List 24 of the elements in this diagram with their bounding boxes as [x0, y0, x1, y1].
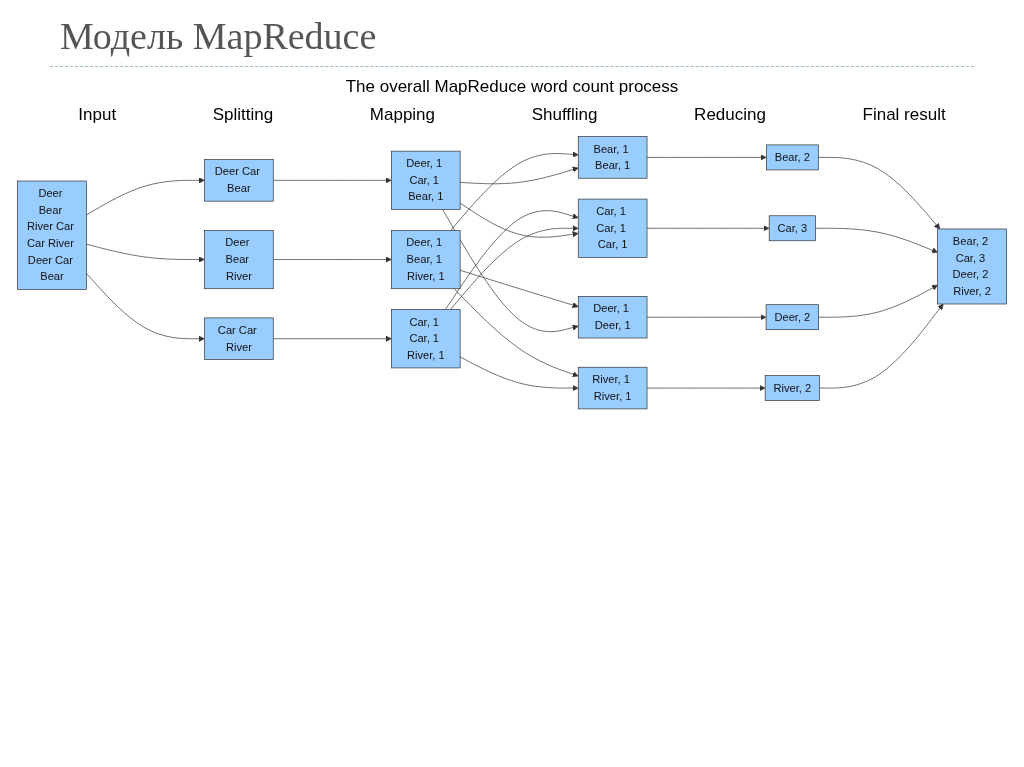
column-heading: Splitting — [212, 105, 274, 125]
node-box: Deer Car Bear — [204, 159, 274, 202]
column-heading: Final result — [862, 105, 946, 125]
node-box: Bear, 2 Car, 3 Deer, 2 River, 2 — [937, 228, 1007, 305]
node-box: Bear, 2 — [766, 144, 819, 171]
node-box: Deer Bear River Car Car River Deer Car Bear — [17, 180, 87, 290]
column-heading: Shuffling — [531, 105, 598, 125]
column-heading: Mapping — [369, 105, 436, 125]
node-box: Car, 3 — [768, 215, 816, 242]
diagram-subtitle: The overall MapReduce word count process — [345, 77, 679, 96]
node-box: Deer, 1 Car, 1 Bear, 1 — [391, 150, 461, 210]
column-heading: Reducing — [694, 105, 766, 125]
node-box: Deer, 1 Bear, 1 River, 1 — [391, 230, 461, 290]
node-box: Car, 1 Car, 1 River, 1 — [391, 309, 461, 369]
node-box: Car, 1 Car, 1 Car, 1 — [577, 198, 648, 258]
node-box: Bear, 1 Bear, 1 — [577, 136, 648, 179]
node-box: Car Car River — [204, 317, 274, 360]
node-box: Deer, 1 Deer, 1 — [577, 296, 648, 339]
node-box: River, 2 — [764, 375, 820, 401]
node-box: Deer, 2 — [765, 304, 819, 331]
slide-title: Модель MapReduce — [60, 14, 378, 58]
column-heading: Input — [78, 105, 117, 125]
node-box: Deer Bear River — [204, 230, 274, 290]
node-box: River, 1 River, 1 — [577, 366, 648, 410]
